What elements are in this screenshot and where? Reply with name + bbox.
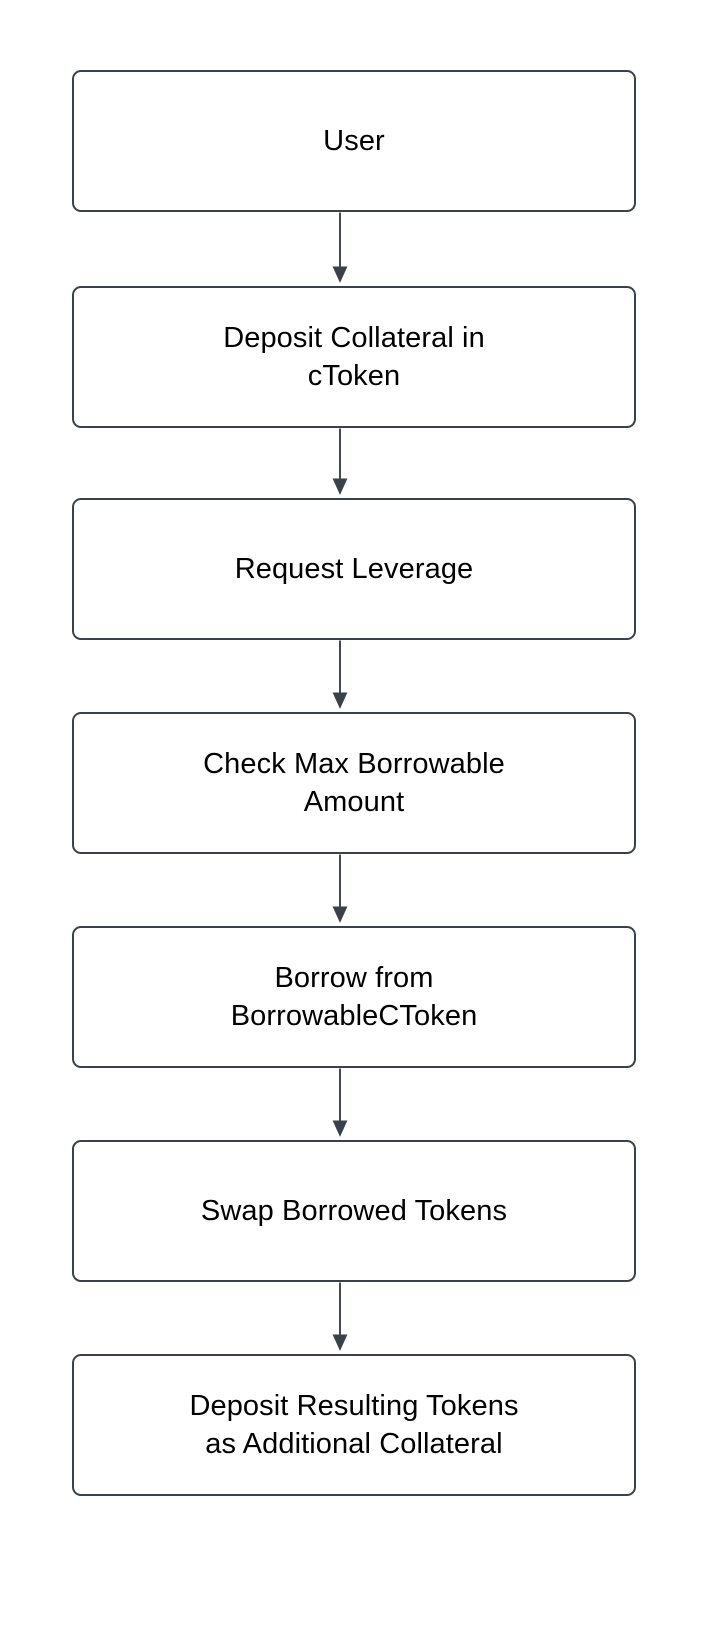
- flow-node-request-leverage-label: Request Leverage: [234, 552, 474, 585]
- flow-node-swap-borrowed-tokens-label: Swap Borrowed Tokens: [200, 1194, 508, 1227]
- flow-node-deposit-resulting-tokens-label: Deposit Resulting Tokens as Additional C…: [189, 1389, 519, 1460]
- flow-node-check-max-borrowable[interactable]: Check Max Borrowable Amount: [72, 712, 636, 854]
- flow-node-user[interactable]: User: [72, 70, 636, 212]
- flow-node-request-leverage[interactable]: Request Leverage: [72, 498, 636, 640]
- flow-node-deposit-collateral[interactable]: Deposit Collateral in cToken: [72, 286, 636, 428]
- flow-node-deposit-resulting-tokens[interactable]: Deposit Resulting Tokens as Additional C…: [72, 1354, 636, 1496]
- flow-node-swap-borrowed-tokens[interactable]: Swap Borrowed Tokens: [72, 1140, 636, 1282]
- flow-node-borrow-from-borrowablectoken-label: Borrow from BorrowableCToken: [230, 961, 478, 1032]
- flow-node-deposit-collateral-label: Deposit Collateral in cToken: [223, 321, 485, 392]
- flow-node-user-label: User: [323, 124, 385, 157]
- flow-node-check-max-borrowable-label: Check Max Borrowable Amount: [203, 747, 505, 818]
- flow-node-borrow-from-borrowablectoken[interactable]: Borrow from BorrowableCToken: [72, 926, 636, 1068]
